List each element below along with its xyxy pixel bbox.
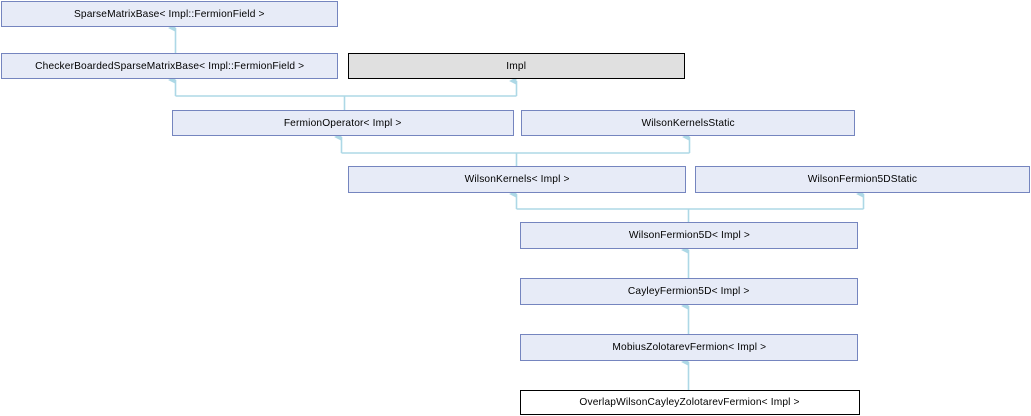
node-checker-boarded-sparse-matrix-base[interactable]: CheckerBoardedSparseMatrixBase< Impl::Fe… (1, 53, 338, 79)
node-label: MobiusZolotarevFermion< Impl > (612, 341, 766, 354)
node-cayley-fermion-5d[interactable]: CayleyFermion5D< Impl > (520, 278, 858, 305)
node-label: CheckerBoardedSparseMatrixBase< Impl::Fe… (34, 59, 305, 72)
node-overlap-wilson-cayley-zolotarev-fermion[interactable]: OverlapWilsonCayleyZolotarevFermion< Imp… (520, 390, 860, 415)
node-label: CayleyFermion5D< Impl > (628, 285, 750, 298)
node-label: WilsonKernels< Impl > (464, 173, 570, 186)
node-wilson-fermion-5d[interactable]: WilsonFermion5D< Impl > (520, 222, 858, 249)
node-label: SparseMatrixBase< Impl::FermionField > (74, 7, 265, 20)
node-wilson-fermion-5d-static[interactable]: WilsonFermion5DStatic (695, 166, 1030, 193)
node-impl[interactable]: Impl (348, 53, 685, 79)
node-mobius-zolotarev-fermion[interactable]: MobiusZolotarevFermion< Impl > (520, 334, 858, 361)
node-label: OverlapWilsonCayleyZolotarevFermion< Imp… (579, 396, 801, 409)
node-wilson-kernels-static[interactable]: WilsonKernelsStatic (521, 110, 855, 136)
node-label: WilsonFermion5D< Impl > (628, 229, 750, 242)
node-label: FermionOperator< Impl > (284, 116, 402, 129)
node-fermion-operator[interactable]: FermionOperator< Impl > (172, 110, 514, 136)
node-wilson-kernels[interactable]: WilsonKernels< Impl > (348, 166, 686, 193)
node-label: WilsonKernelsStatic (641, 116, 735, 129)
node-sparse-matrix-base[interactable]: SparseMatrixBase< Impl::FermionField > (1, 1, 338, 27)
node-label: Impl (506, 59, 527, 72)
node-label: WilsonFermion5DStatic (807, 173, 918, 186)
